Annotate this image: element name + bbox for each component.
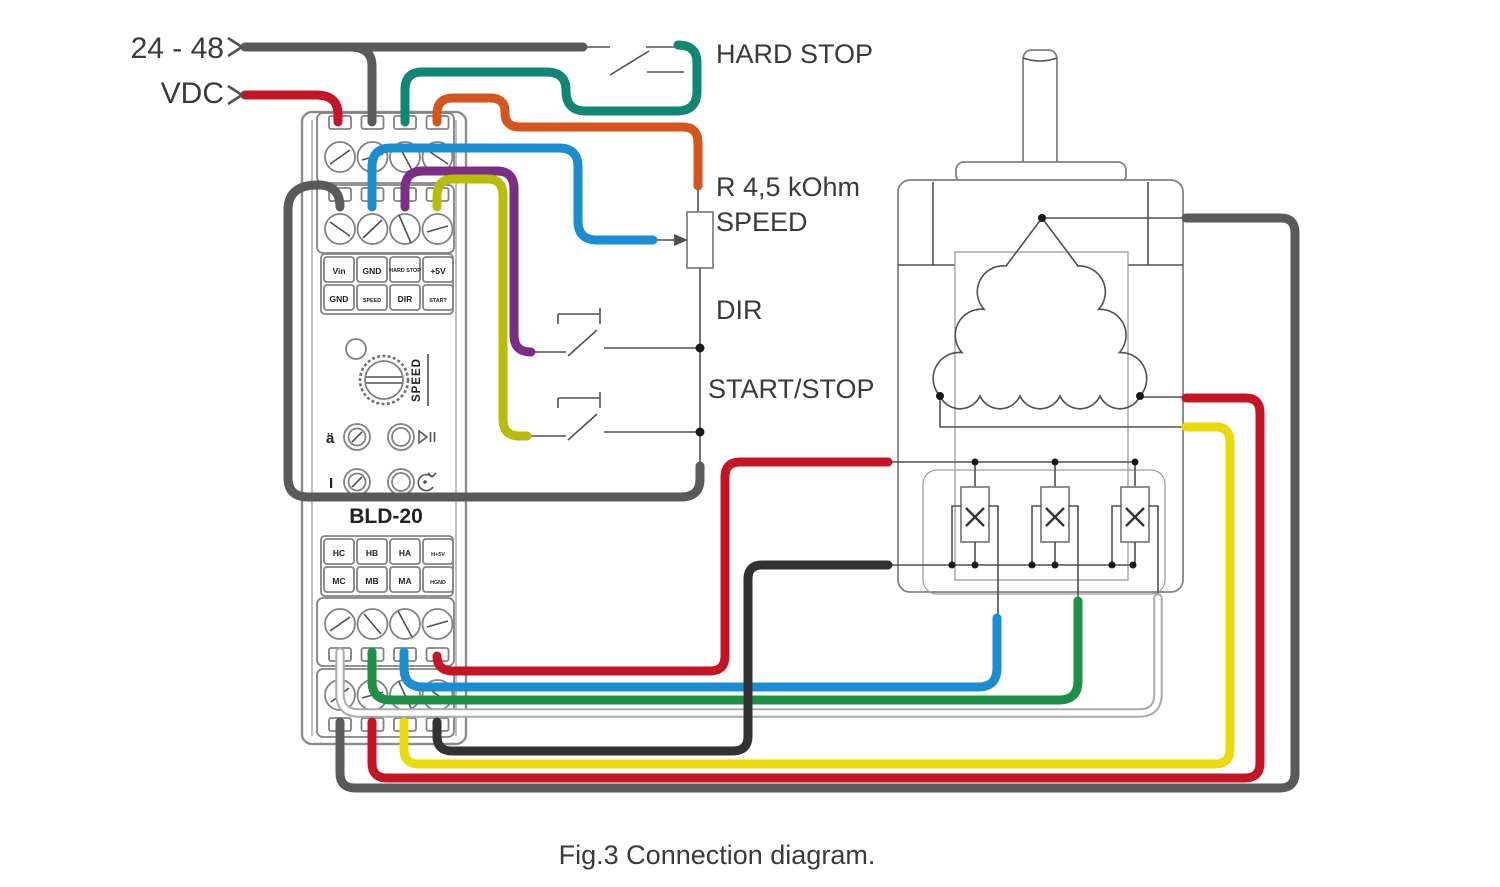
module-controls: SPEED ä I — [326, 338, 437, 496]
terminal-label-plate-top: Vin GND HARD STOP +5V GND SPEED DIR STAR… — [320, 253, 454, 315]
delta-winding — [932, 217, 1148, 410]
wire-start — [432, 174, 532, 441]
terminal-label-hardstop: HARD STOP — [389, 268, 421, 274]
terminal-label-mb: MB — [365, 576, 378, 586]
arrow-icon — [227, 84, 245, 106]
hard-stop-label: HARD STOP — [716, 39, 873, 69]
terminal-label-speed: SPEED — [363, 298, 381, 304]
wire-hall-gnd — [432, 560, 893, 756]
hall-5v-rail — [890, 461, 1136, 487]
dir-switch — [528, 308, 698, 357]
terminal-label-gnd1: GND — [363, 266, 382, 276]
wire-speed — [367, 143, 658, 245]
status-led — [345, 338, 367, 360]
terminal-label-hb: HB — [366, 548, 378, 558]
terminal-label-hgnd: HGND — [430, 580, 446, 586]
terminal-label-mc: MC — [332, 576, 345, 586]
wire-vdc — [240, 90, 343, 127]
current-trimmer-label: I — [329, 475, 333, 492]
motor-winding-window — [954, 251, 1129, 581]
motor-endbell — [922, 469, 1166, 595]
supply-unit-label: VDC — [161, 77, 224, 110]
terminal-label-ha: HA — [399, 548, 411, 558]
terminal-label-dir: DIR — [398, 294, 413, 304]
terminal-label-gnd2: GND — [330, 294, 349, 304]
hall-sensor-b — [1031, 486, 1079, 601]
terminal-block-top-2 — [316, 184, 455, 254]
play-pause-icon — [418, 429, 436, 445]
hall-x-icon — [1045, 507, 1065, 527]
motor-shaft — [1022, 49, 1058, 168]
hall-sensor-c — [951, 486, 999, 618]
wire-hall-b — [367, 596, 1083, 705]
hall-x-icon — [965, 507, 985, 527]
wire-hard-stop — [400, 40, 702, 127]
figure-caption: Fig.3 Connection diagram. — [559, 840, 876, 870]
resistor-name-label: SPEED — [716, 207, 808, 237]
terminal-label-hc: HC — [333, 548, 345, 558]
switch-lever — [609, 50, 650, 76]
speed-knob-label: SPEED — [411, 358, 423, 402]
wire-5v-to-pot — [432, 93, 703, 191]
terminal-label-vin: Vin — [332, 266, 345, 276]
rotate-icon — [417, 472, 437, 492]
switch-lever — [567, 329, 598, 357]
terminal-label-ma: MA — [398, 576, 411, 586]
hall-sensor-a — [1111, 486, 1159, 598]
wire-dir — [400, 166, 536, 357]
start-stop-label: START/STOP — [708, 374, 875, 404]
switch-lever — [567, 413, 598, 441]
speed-knob — [364, 360, 404, 400]
resistor-label: R 4,5 kOhm — [716, 172, 860, 202]
wire-phase-mb — [367, 393, 1265, 783]
accel-trimmer-label: ä — [326, 430, 335, 447]
speed-knob-knurl — [358, 354, 410, 406]
wire-hall-a — [399, 613, 1002, 692]
speed-potentiometer — [652, 186, 714, 465]
start-stop-switch — [528, 392, 698, 441]
dir-label: DIR — [716, 295, 763, 325]
arrow-icon — [227, 36, 245, 58]
wire-hall-5v — [432, 457, 893, 676]
terminal-label-plate-bottom: HC HB HA H+5V MC MB MA HGND — [320, 535, 454, 597]
hall-x-icon — [1125, 507, 1145, 527]
terminal-block-bottom-1 — [316, 597, 455, 667]
terminal-label-5v: +5V — [430, 266, 446, 276]
terminal-label-start: START — [429, 298, 447, 304]
terminal-label-h5v: H+5V — [431, 552, 445, 558]
wire-gnd-loop — [283, 180, 705, 502]
hard-stop-switch — [585, 46, 684, 76]
module-title: BLD-20 — [349, 505, 423, 528]
wire-phase-ma — [399, 422, 1235, 769]
supply-voltage-label: 24 - 48 — [131, 32, 224, 65]
wire-supply-branch — [345, 42, 377, 127]
wire-phase-mc — [335, 213, 1300, 793]
wiper-arrow-icon — [674, 234, 688, 246]
module-rails — [311, 120, 457, 736]
motor — [890, 49, 1186, 618]
junction-dots — [695, 214, 1144, 569]
